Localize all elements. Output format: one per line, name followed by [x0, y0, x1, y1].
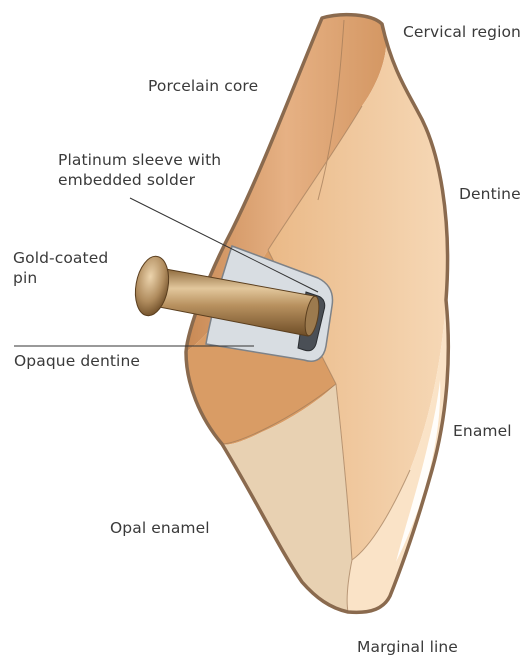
label-cervical-region: Cervical region: [403, 22, 521, 42]
label-gold-coated-pin: Gold-coated pin: [13, 248, 108, 288]
label-dentine: Dentine: [459, 184, 521, 204]
label-opal-enamel: Opal enamel: [110, 518, 210, 538]
label-platinum-sleeve: Platinum sleeve with embedded solder: [58, 150, 221, 190]
label-porcelain-core: Porcelain core: [148, 76, 258, 96]
label-opaque-dentine: Opaque dentine: [14, 351, 140, 371]
label-marginal-line: Marginal line: [357, 637, 458, 657]
label-enamel: Enamel: [453, 421, 512, 441]
